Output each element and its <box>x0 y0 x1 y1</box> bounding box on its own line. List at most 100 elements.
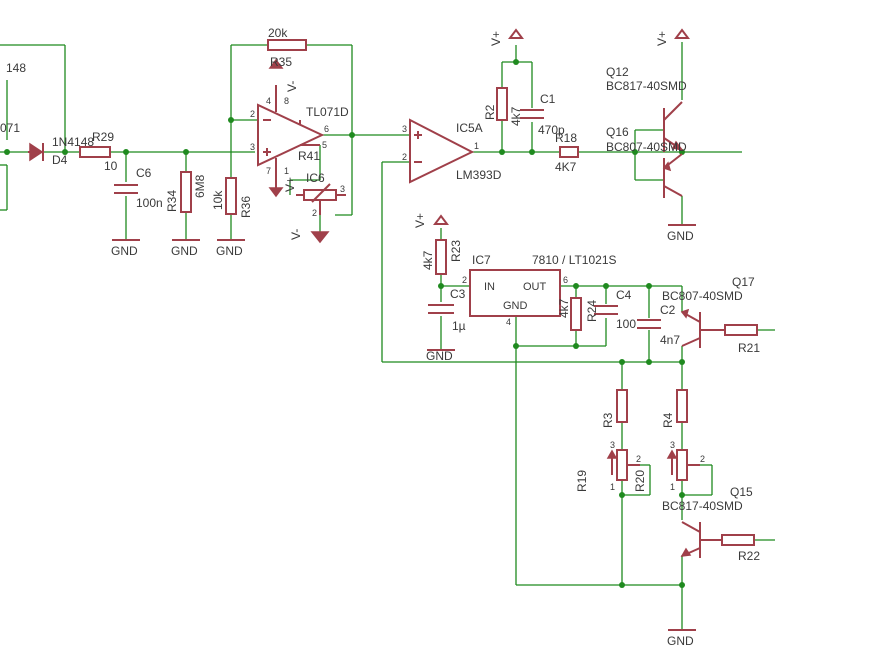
junction <box>679 582 685 588</box>
label-gnd-r36: GND <box>216 244 243 258</box>
pin-number: 1 <box>670 482 675 492</box>
label-r34-value: 6M8 <box>193 174 207 198</box>
pin-number: 1 <box>610 482 615 492</box>
junction <box>619 582 625 588</box>
junction <box>529 149 535 155</box>
junction <box>619 492 625 498</box>
opamp-ic6 <box>257 58 325 198</box>
resistor-r36 <box>225 177 237 215</box>
label-gnd-q16: GND <box>667 229 694 243</box>
junction <box>438 283 444 289</box>
pin-number: 2 <box>402 152 407 162</box>
label-r35-value: 20k <box>268 26 288 40</box>
junction <box>513 59 519 65</box>
resistor-r35 <box>267 39 307 51</box>
label-c4-name: C4 <box>616 288 632 302</box>
resistor-r4 <box>676 389 688 423</box>
junction <box>183 149 189 155</box>
pin-number: 6 <box>563 275 568 285</box>
label-vplus-ic6: V+ <box>283 177 297 192</box>
pin-number: 2 <box>700 454 705 464</box>
label-d4-name: D4 <box>52 153 68 167</box>
resistor-r23 <box>435 239 447 275</box>
label-vminus-ic6: V- <box>285 81 299 92</box>
regulator-ic7 <box>469 269 561 317</box>
label-r2-name: R2 <box>483 104 497 120</box>
pin-numbers: 2 3 4 8 6 5 7 1 3 2 3 2 1 2 6 4 3 2 1 3 … <box>250 96 705 492</box>
capacitor-c4 <box>594 305 618 315</box>
pin-number: 3 <box>402 124 407 134</box>
junctions <box>4 59 685 588</box>
junction <box>513 343 519 349</box>
label-vplus-q12: V+ <box>655 31 669 46</box>
label-c6-name: C6 <box>136 166 152 180</box>
junction <box>4 149 10 155</box>
resistor-r22 <box>721 534 755 546</box>
junction <box>619 359 625 365</box>
resistor-r21 <box>724 324 758 336</box>
pin-number: 8 <box>284 96 289 106</box>
label-c1-name: C1 <box>540 92 556 106</box>
label-r4-name: R4 <box>661 412 675 428</box>
label-q16-name: Q16 <box>606 125 629 139</box>
label-ic7-in: IN <box>484 281 495 293</box>
label-q17-value: BC807-40SMD <box>662 289 743 303</box>
label-c3-name: C3 <box>450 287 466 301</box>
junction <box>646 359 652 365</box>
label-d4-part-b: 071 <box>0 121 20 135</box>
label-r23-name: R23 <box>449 240 463 262</box>
label-r3-name: R3 <box>601 412 615 428</box>
junction <box>646 283 652 289</box>
resistor-r24 <box>570 297 582 331</box>
label-vplus-r2: V+ <box>489 31 503 46</box>
label-q15-name: Q15 <box>730 485 753 499</box>
label-r41-name: R41 <box>298 149 320 163</box>
label-r2-value: 4k7 <box>509 106 523 126</box>
label-r24-value: 4k7 <box>557 298 571 318</box>
label-r36-name: R36 <box>239 196 253 218</box>
label-r34-name: R34 <box>165 190 179 212</box>
label-r19-name: R19 <box>575 470 589 492</box>
label-d4-part-a: 148 <box>6 61 26 75</box>
part-labels: 148 071 1N4148 D4 R29 10 C6 100n R34 6M8… <box>0 26 760 648</box>
label-q16-value: BC807-40SMD <box>606 140 687 154</box>
pin-number: 2 <box>250 109 255 119</box>
pin-number: 1 <box>284 166 289 176</box>
diode-d4 <box>28 142 44 162</box>
trimmer-r41 <box>296 183 346 244</box>
label-r29-value: 10 <box>104 159 118 173</box>
junction <box>679 492 685 498</box>
label-r18-value: 4K7 <box>555 160 577 174</box>
capacitor-c6 <box>114 184 138 194</box>
junction <box>62 149 68 155</box>
label-ic7-gnd: GND <box>503 300 528 312</box>
label-ic6-value: TL071D <box>306 105 349 119</box>
label-r36-value: 10k <box>211 190 225 210</box>
wires <box>0 42 775 630</box>
capacitor-c1 <box>520 109 544 119</box>
label-vminus-r41: V- <box>289 229 303 240</box>
label-c2-value: 4n7 <box>660 333 680 347</box>
label-ic7-value: 7810 / LT1021S <box>532 253 617 267</box>
label-q17-name: Q17 <box>732 275 755 289</box>
label-r23-value: 4k7 <box>421 250 435 270</box>
junction <box>499 149 505 155</box>
label-r22-name: R22 <box>738 549 760 563</box>
pin-number: 3 <box>670 440 675 450</box>
resistor-r34 <box>180 171 192 213</box>
resistor-r2 <box>496 87 508 121</box>
transistor-q16 <box>662 153 683 198</box>
label-c6-value: 100n <box>136 196 163 210</box>
junction <box>228 117 234 123</box>
junction <box>573 343 579 349</box>
junction <box>123 149 129 155</box>
pin-number: 7 <box>266 166 271 176</box>
label-q15-value: BC817-40SMD <box>662 499 743 513</box>
label-q12-value: BC817-40SMD <box>606 79 687 93</box>
label-r20-name: R20 <box>633 470 647 492</box>
capacitor-c2 <box>637 319 661 329</box>
supply-symbol <box>433 214 449 225</box>
pin-number: 2 <box>462 275 467 285</box>
comparator-ic5a <box>409 118 475 184</box>
